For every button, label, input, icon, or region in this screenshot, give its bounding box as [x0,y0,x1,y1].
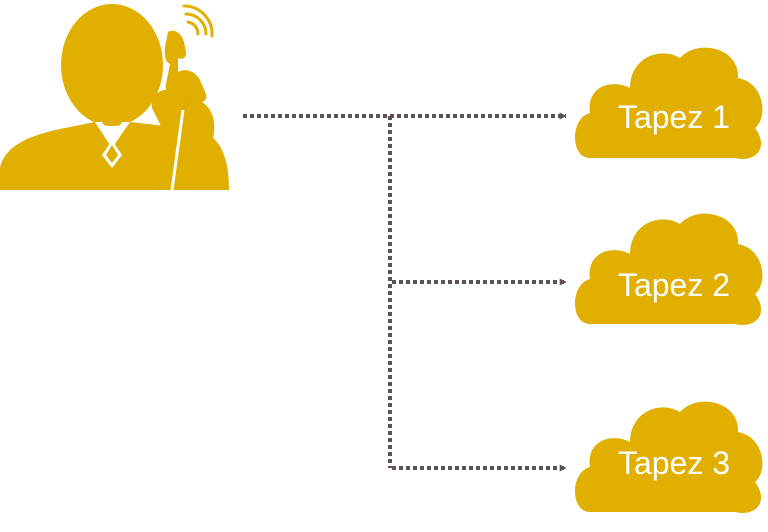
option-cloud-3: Tapez 3 [575,401,763,513]
connector-lines [243,112,567,472]
option-cloud-1: Tapez 1 [575,47,763,159]
option-label-3: Tapez 3 [618,445,730,481]
ringing-waves-icon [182,4,214,38]
option-label-2: Tapez 2 [618,267,730,303]
person-on-phone-icon [0,4,229,191]
option-label-1: Tapez 1 [618,99,730,135]
option-cloud-2: Tapez 2 [575,213,763,325]
